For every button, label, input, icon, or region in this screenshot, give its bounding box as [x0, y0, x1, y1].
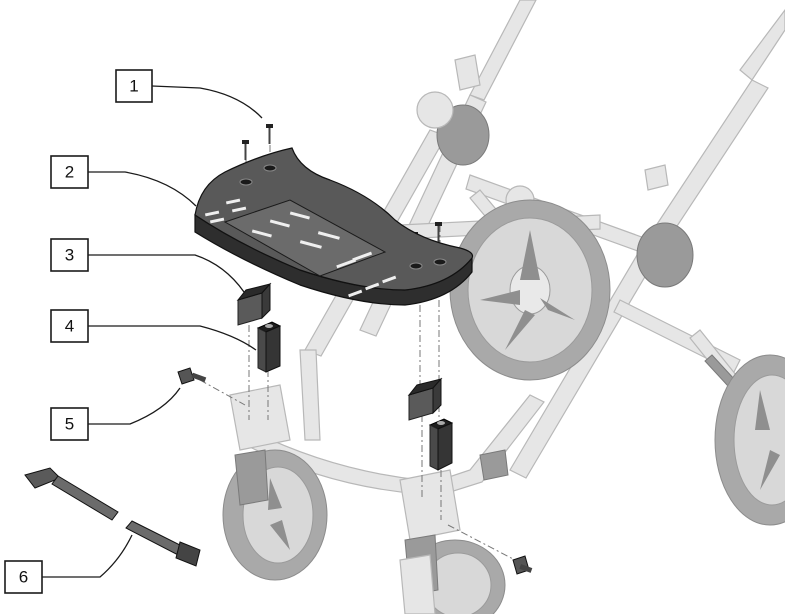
callout-3: 3: [50, 238, 89, 272]
front-wheel-right: [399, 534, 506, 614]
callout-6: 6: [4, 560, 43, 594]
front-wheel-left: [222, 449, 328, 581]
callout-2: 2: [50, 155, 89, 189]
bracket-cap-icon: [236, 282, 443, 421]
standing-board-icon: [194, 147, 474, 306]
svg-text:2: 2: [65, 163, 74, 182]
svg-text:4: 4: [65, 317, 74, 336]
svg-text:3: 3: [65, 246, 74, 265]
strap-icon: [24, 467, 201, 567]
callout-4: 4: [50, 309, 89, 343]
svg-text:5: 5: [65, 415, 74, 434]
svg-text:6: 6: [19, 568, 28, 587]
rear-wheel-right: [714, 354, 785, 526]
knob-bolt-icon: [177, 367, 533, 575]
svg-text:1: 1: [129, 77, 138, 96]
mount-block-icon: [256, 321, 454, 471]
callout-1: 1: [115, 69, 153, 103]
rear-wheel-center: [449, 199, 611, 381]
leader-lines: [42, 85, 263, 578]
callout-5: 5: [50, 407, 89, 441]
